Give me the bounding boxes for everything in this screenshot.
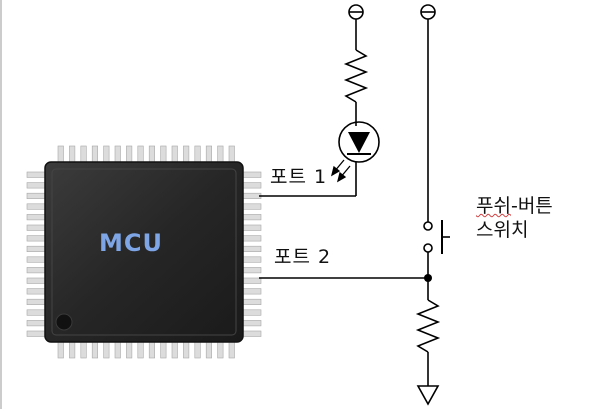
chip-pin (26, 298, 46, 306)
chip-pin (26, 214, 46, 221)
switch-branch-wire (259, 19, 441, 386)
chip-pin (126, 341, 133, 359)
chip-pin (114, 145, 121, 163)
port1-label: 포트 1 (270, 166, 328, 188)
chip-pin (183, 341, 190, 359)
chip-pin (205, 341, 212, 359)
chip-pin (26, 192, 46, 199)
switch-label-line1: 푸쉬-버튼 (476, 194, 553, 218)
chip-pin (242, 214, 262, 221)
chip-pin (205, 145, 212, 163)
chip-pin (242, 171, 262, 178)
chip-pin (26, 203, 46, 210)
chip-body (44, 161, 244, 343)
chip-bevel (51, 168, 237, 336)
switch-label-button: -버튼 (510, 195, 553, 217)
mcu-label: MCU (99, 229, 163, 257)
chip-pin (80, 341, 87, 359)
chip-pin (26, 171, 46, 178)
chip-pin (242, 224, 262, 231)
junction-node (424, 274, 432, 282)
chip-pin (91, 145, 98, 163)
chip-pin (242, 256, 262, 263)
chip-pin (242, 182, 262, 189)
chip-pin (160, 145, 167, 163)
chip-pin (242, 192, 262, 199)
chip-pin (228, 341, 235, 359)
chip-pin (57, 341, 64, 359)
chip-pin (148, 145, 155, 163)
chip-pin (242, 267, 262, 274)
chip-pin (148, 341, 155, 359)
chip-icon (26, 145, 262, 359)
chip-pin (242, 235, 262, 242)
chip-pin (26, 288, 46, 295)
chip-pin (26, 182, 46, 189)
chip-pin (103, 341, 110, 359)
chip-pin (69, 145, 76, 163)
pin1-marker (55, 313, 73, 331)
vcc-symbol-icon (420, 4, 436, 20)
chip-pin (242, 288, 262, 295)
chip-pin (171, 145, 178, 163)
led-branch-wire (259, 19, 369, 197)
chip-pin (114, 341, 121, 359)
chip-pin (217, 341, 224, 359)
chip-pin (69, 341, 76, 359)
chip-pin (103, 145, 110, 163)
chip-pin (91, 341, 98, 359)
chip-pin (242, 309, 262, 316)
chip-pin (26, 330, 46, 337)
chip-pin (242, 203, 262, 210)
ground-icon (416, 385, 440, 406)
chip-pin (194, 341, 201, 359)
chip-pin (217, 145, 224, 163)
push-button-switch-icon (423, 220, 450, 254)
pins-top (57, 145, 235, 163)
chip-pin (160, 341, 167, 359)
chip-pin (26, 256, 46, 263)
chip-pin (242, 298, 262, 306)
chip-pin (26, 277, 46, 284)
chip-pin (137, 145, 144, 163)
chip-pin (26, 235, 46, 242)
pins-bottom (57, 341, 235, 359)
vcc-symbol-icon (348, 4, 364, 20)
chip-pin (26, 320, 46, 327)
chip-pin (137, 341, 144, 359)
chip-pin (80, 145, 87, 163)
chip-pin (242, 245, 262, 252)
switch-label-push: 푸쉬 (476, 195, 511, 217)
chip-pin (228, 145, 235, 163)
resistor-icon (415, 299, 441, 353)
led-icon (330, 121, 380, 183)
chip-pin (242, 330, 262, 337)
pins-left (26, 171, 46, 337)
chip-pin (26, 224, 46, 231)
resistor-icon (343, 49, 369, 103)
chip-pin (194, 145, 201, 163)
chip-pin (26, 245, 46, 252)
chip-pin (26, 267, 46, 274)
chip-pin (183, 145, 190, 163)
switch-label-line2: 스위치 (476, 219, 529, 241)
port2-label: 포트 2 (274, 246, 332, 268)
chip-pin (126, 145, 133, 163)
chip-pin (26, 309, 46, 316)
pins-right (242, 171, 262, 337)
chip-pin (171, 341, 178, 359)
chip-pin (57, 145, 64, 163)
chip-pin (242, 320, 262, 327)
chip-pin (242, 277, 262, 284)
